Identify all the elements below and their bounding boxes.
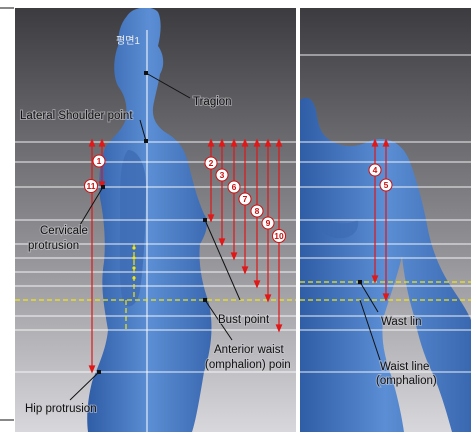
marker-6: 6 bbox=[228, 181, 240, 193]
marker-1: 1 bbox=[93, 155, 105, 167]
svg-text:9: 9 bbox=[266, 218, 271, 228]
label-anterior-waist: Anterior waist bbox=[214, 344, 284, 356]
svg-text:5: 5 bbox=[384, 180, 389, 190]
label-cervicale: Cervicale bbox=[40, 225, 88, 237]
label-lateral-shoulder-point: Lateral Shoulder point bbox=[20, 110, 133, 122]
waist-point bbox=[358, 280, 362, 284]
svg-text:4: 4 bbox=[373, 165, 378, 175]
label-anterior-waist-omphalion: (omphalion) poin bbox=[205, 359, 291, 371]
label-bust-point: Bust point bbox=[218, 314, 270, 326]
label-waist-line-omphalion: (omphalion) bbox=[376, 375, 437, 387]
label-waist-line-upper: Wast lin bbox=[381, 316, 421, 328]
label-cervicale-protrusion: protrusion bbox=[28, 240, 79, 252]
svg-text:8: 8 bbox=[255, 206, 260, 216]
marker-2: 2 bbox=[205, 157, 217, 169]
svg-text:1: 1 bbox=[97, 156, 102, 166]
svg-text:6: 6 bbox=[232, 182, 237, 192]
plane-label: 평면1 bbox=[116, 35, 140, 47]
marker-5: 5 bbox=[380, 179, 392, 191]
label-hip-protrusion: Hip protrusion bbox=[25, 403, 97, 415]
marker-11: 11 bbox=[85, 180, 98, 193]
panel-divider bbox=[296, 8, 300, 432]
svg-text:3: 3 bbox=[220, 170, 225, 180]
marker-10: 10 bbox=[273, 230, 286, 243]
svg-text:11: 11 bbox=[87, 181, 96, 191]
svg-text:10: 10 bbox=[274, 231, 284, 241]
svg-text:2: 2 bbox=[209, 158, 214, 168]
label-waist-line: Waist line bbox=[380, 361, 429, 373]
right-panel: 4 5 Wast lin Waist line (omphalion) bbox=[300, 8, 471, 432]
marker-8: 8 bbox=[251, 205, 263, 217]
left-panel: 1 11 2 3 6 7 8 9 bbox=[15, 7, 296, 432]
svg-text:7: 7 bbox=[243, 194, 248, 204]
marker-4: 4 bbox=[369, 164, 381, 176]
marker-9: 9 bbox=[262, 217, 274, 229]
marker-3: 3 bbox=[216, 169, 228, 181]
marker-7: 7 bbox=[239, 193, 251, 205]
label-tragion: Tragion bbox=[193, 96, 232, 108]
